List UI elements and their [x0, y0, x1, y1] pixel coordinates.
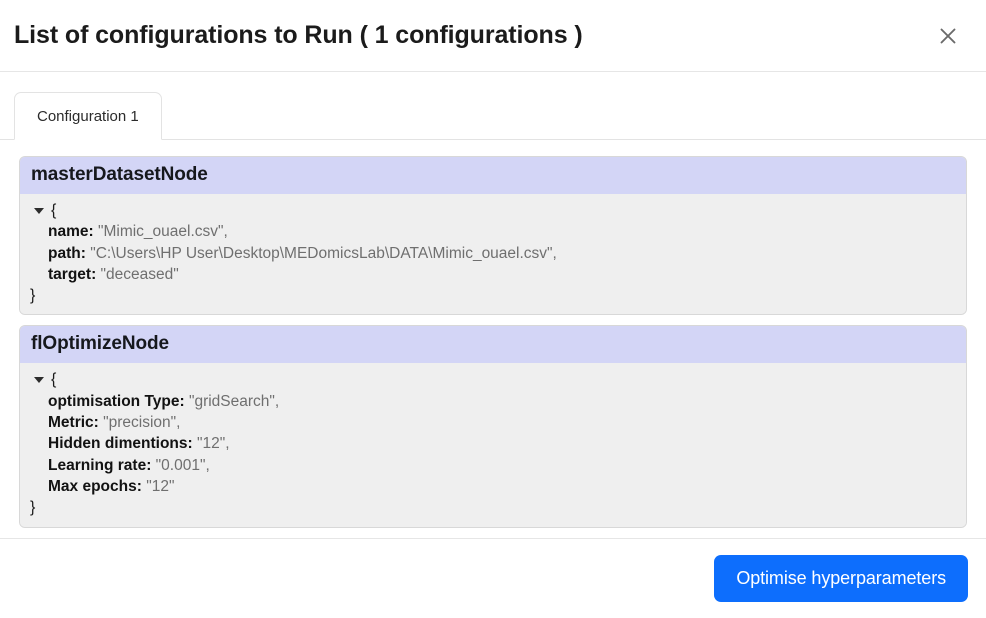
close-icon: [937, 25, 959, 47]
json-key: Max epochs:: [48, 477, 142, 495]
json-value: "precision",: [103, 414, 181, 432]
json-property: Hidden dimentions: "12",: [48, 433, 956, 454]
json-key: path:: [48, 244, 86, 262]
json-value: "0.001",: [155, 456, 210, 474]
json-open-brace: {: [51, 202, 57, 219]
caret-down-icon[interactable]: [34, 207, 44, 214]
json-property-list: name: "Mimic_ouael.csv", path: "C:\Users…: [30, 221, 956, 285]
json-key: name:: [48, 223, 94, 241]
tab-configuration-1[interactable]: Configuration 1: [14, 92, 162, 140]
node-panel-master-dataset: masterDatasetNode { name: "Mimic_ouael.c…: [19, 156, 967, 316]
json-property: name: "Mimic_ouael.csv",: [48, 221, 956, 242]
json-property: optimisation Type: "gridSearch",: [48, 391, 956, 412]
json-key: optimisation Type:: [48, 392, 185, 410]
node-title: masterDatasetNode: [20, 157, 966, 194]
node-title: flOptimizeNode: [20, 326, 966, 364]
json-key: Learning rate:: [48, 456, 152, 474]
node-json-viewer: { name: "Mimic_ouael.csv", path: "C:\Use…: [20, 194, 966, 315]
json-value: "12",: [196, 435, 230, 453]
json-key: Metric:: [48, 414, 99, 432]
json-close-brace: }: [30, 287, 36, 305]
node-json-viewer: { optimisation Type: "gridSearch", Metri…: [20, 363, 966, 527]
node-panel-fl-optimize: flOptimizeNode { optimisation Type: "gri…: [19, 325, 967, 528]
json-property: target: "deceased": [48, 264, 956, 285]
tab-strip-wrapper: Configuration 1: [0, 72, 986, 140]
optimise-hyperparameters-button[interactable]: Optimise hyperparameters: [714, 555, 968, 602]
json-property-list: optimisation Type: "gridSearch", Metric:…: [30, 391, 956, 497]
json-property: Max epochs: "12": [48, 476, 956, 497]
json-open-brace: {: [51, 371, 57, 389]
json-property: Metric: "precision",: [48, 412, 956, 433]
dialog-footer: Optimise hyperparameters: [0, 538, 986, 618]
configurations-list: masterDatasetNode { name: "Mimic_ouael.c…: [0, 140, 986, 538]
tab-label: Configuration 1: [37, 107, 139, 125]
json-root-row: {: [30, 200, 956, 221]
json-value: "12": [146, 477, 175, 495]
json-value: "C:\Users\HP User\Desktop\MEDomicsLab\DA…: [90, 244, 557, 262]
json-key: Hidden dimentions:: [48, 435, 193, 453]
json-root-row: {: [30, 369, 956, 390]
json-close-brace: }: [30, 499, 36, 517]
page-title: List of configurations to Run ( 1 config…: [14, 21, 583, 49]
tab-strip: Configuration 1: [0, 92, 986, 140]
json-value: "deceased": [100, 265, 179, 283]
caret-down-icon[interactable]: [34, 377, 44, 384]
json-property: path: "C:\Users\HP User\Desktop\MEDomics…: [48, 243, 956, 264]
json-property: Learning rate: "0.001",: [48, 455, 956, 476]
close-button[interactable]: [926, 14, 970, 58]
dialog-header: List of configurations to Run ( 1 config…: [0, 0, 986, 72]
json-value: "gridSearch",: [188, 392, 280, 410]
json-value: "Mimic_ouael.csv",: [97, 223, 228, 241]
json-key: target:: [48, 265, 97, 283]
